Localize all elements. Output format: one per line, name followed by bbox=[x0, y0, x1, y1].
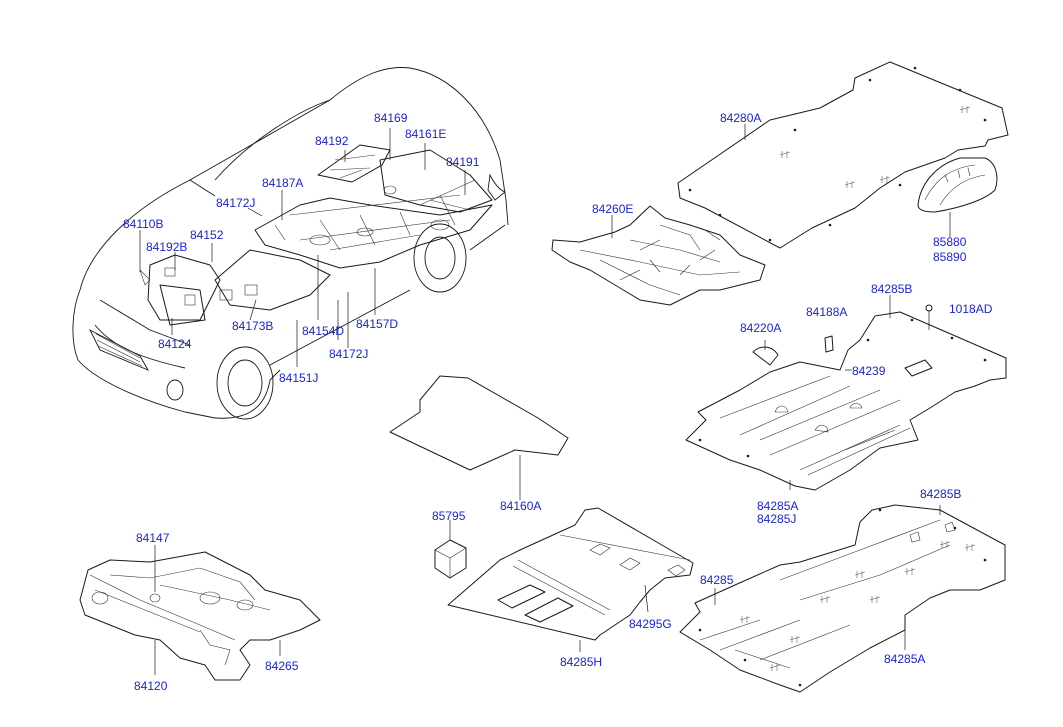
vehicle-outline bbox=[72, 67, 509, 420]
part-label-84295g[interactable]: 84295G bbox=[629, 617, 672, 631]
part-label-84120[interactable]: 84120 bbox=[134, 679, 168, 693]
part-label-84239[interactable]: 84239 bbox=[852, 364, 886, 378]
vehicle-floor-insulation bbox=[139, 144, 493, 326]
carpet-84260e bbox=[551, 205, 766, 306]
part-label-84285h[interactable]: 84285H bbox=[560, 655, 603, 669]
part-label-84188a[interactable]: 84188A bbox=[806, 305, 848, 319]
part-label-84192b[interactable]: 84192B bbox=[146, 240, 188, 254]
part-label-84110b[interactable]: 84110B bbox=[123, 217, 164, 231]
part-label-84285[interactable]: 84285 bbox=[700, 573, 734, 587]
part-label-85890[interactable]: 85890 bbox=[933, 250, 967, 264]
part-label-84220a[interactable]: 84220A bbox=[740, 321, 782, 335]
part-label-84152[interactable]: 84152 bbox=[190, 228, 224, 242]
part-label-84173b[interactable]: 84173B bbox=[232, 319, 274, 333]
part-label-84280a[interactable]: 84280A bbox=[720, 111, 762, 125]
part-label-84172j-top[interactable]: 84172J bbox=[216, 196, 256, 210]
part-label-84285a-mid[interactable]: 84285A bbox=[757, 499, 799, 513]
part-label-84265[interactable]: 84265 bbox=[265, 659, 299, 673]
part-label-84169[interactable]: 84169 bbox=[374, 111, 408, 125]
part-label-84260e[interactable]: 84260E bbox=[592, 202, 634, 216]
cover-85880 bbox=[917, 157, 998, 238]
part-label-84151j[interactable]: 84151J bbox=[279, 371, 319, 385]
part-label-84192[interactable]: 84192 bbox=[315, 134, 349, 148]
part-label-84187a[interactable]: 84187A bbox=[262, 176, 304, 190]
part-label-84285b-top[interactable]: 84285B bbox=[871, 282, 913, 296]
part-label-84191[interactable]: 84191 bbox=[446, 155, 480, 169]
part-label-84124[interactable]: 84124 bbox=[158, 337, 192, 351]
part-label-84172j-bot[interactable]: 84172J bbox=[329, 347, 369, 361]
part-label-84285b-bot[interactable]: 84285B bbox=[920, 487, 962, 501]
block-85795 bbox=[434, 520, 467, 579]
mat-84280a bbox=[677, 61, 1009, 249]
part-label-84147[interactable]: 84147 bbox=[136, 531, 170, 545]
part-label-84285j[interactable]: 84285J bbox=[757, 512, 797, 526]
part-label-84285a-bot[interactable]: 84285A bbox=[884, 652, 926, 666]
part-label-85880[interactable]: 85880 bbox=[933, 235, 967, 249]
dash-insulation-84120 bbox=[79, 545, 321, 681]
part-label-84157d[interactable]: 84157D bbox=[356, 317, 399, 331]
part-label-1018ad[interactable]: 1018AD bbox=[949, 302, 993, 316]
vehicle-leaders bbox=[139, 128, 466, 367]
part-label-84161e[interactable]: 84161E bbox=[405, 127, 447, 141]
part-label-84160a[interactable]: 84160A bbox=[500, 499, 542, 513]
part-label-84154d[interactable]: 84154D bbox=[302, 324, 345, 338]
part-label-85795[interactable]: 85795 bbox=[432, 509, 466, 523]
mat-84285a-mid bbox=[685, 295, 1007, 491]
mat-84285h bbox=[447, 507, 694, 652]
mat-84285-bottom bbox=[679, 504, 1006, 693]
mat-84160a bbox=[389, 375, 569, 500]
